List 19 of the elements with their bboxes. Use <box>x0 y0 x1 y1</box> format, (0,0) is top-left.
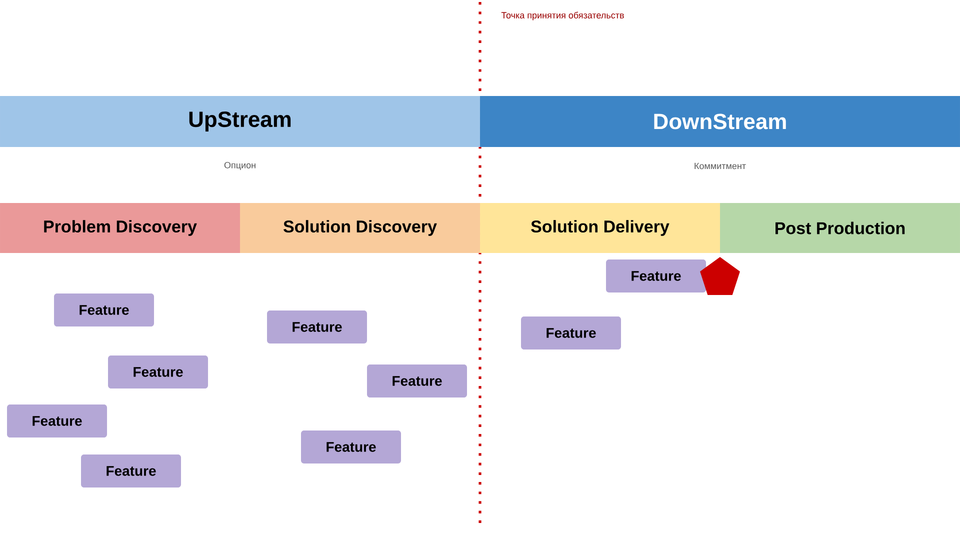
phase-band: Solution Discovery <box>240 203 480 253</box>
stream-band: UpStream <box>0 96 480 147</box>
feature-card: Feature <box>81 454 181 488</box>
phase-band: Post Production <box>720 203 960 253</box>
feature-card: Feature <box>521 316 621 350</box>
phase-band: Solution Delivery <box>480 203 720 253</box>
feature-card: Feature <box>108 356 208 388</box>
feature-card: Feature <box>54 294 154 326</box>
feature-card: Feature <box>367 364 467 398</box>
note-text: Точка принятия обязательств <box>501 12 624 20</box>
phase-band: Problem Discovery <box>0 203 240 253</box>
stream-band: DownStream <box>480 96 960 147</box>
stream-caption: Коммитмент <box>694 162 746 170</box>
feature-card: Feature <box>267 310 367 344</box>
pentagon-marker <box>700 257 740 295</box>
stream-caption: Опцион <box>224 162 256 170</box>
feature-card: Feature <box>606 259 706 292</box>
feature-card: Feature <box>7 404 107 438</box>
feature-card: Feature <box>301 430 401 464</box>
